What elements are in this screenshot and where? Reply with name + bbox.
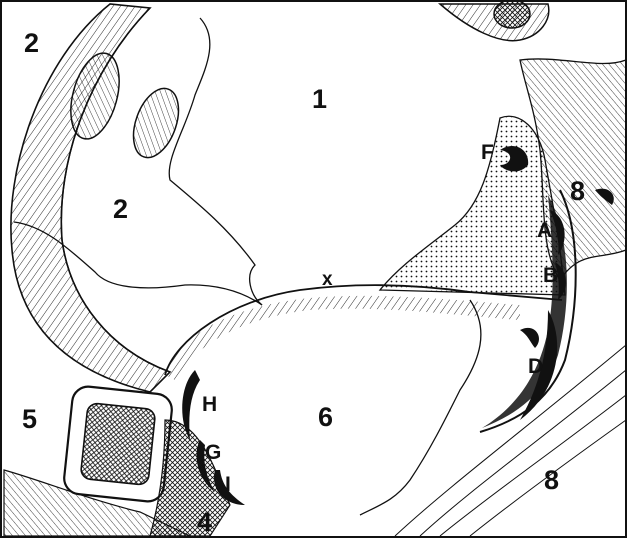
region-label-8-right: 8 bbox=[570, 178, 585, 205]
region-label-8-bottom: 8 bbox=[544, 467, 559, 494]
region-label-5: 5 bbox=[22, 406, 37, 433]
facet-label-F: F bbox=[481, 142, 494, 163]
stippled-wedge bbox=[380, 116, 565, 295]
facet-label-D: D bbox=[528, 356, 543, 377]
bottom-right-fibers bbox=[395, 345, 626, 536]
point-marker-x: x bbox=[322, 270, 333, 289]
region-label-2-top: 2 bbox=[24, 30, 39, 57]
region-6-boundary bbox=[360, 300, 481, 515]
ridge-shading bbox=[165, 296, 520, 380]
facet-label-H: H bbox=[202, 394, 217, 415]
region-label-4: 4 bbox=[197, 509, 212, 536]
square-structure-inner bbox=[80, 403, 156, 486]
region-label-6: 6 bbox=[318, 404, 333, 431]
facet-label-B: B bbox=[543, 265, 558, 286]
facet-label-A: A bbox=[537, 220, 552, 241]
facet-label-G: G bbox=[205, 442, 221, 463]
oval-bump-lower bbox=[125, 82, 187, 163]
region-label-2-mid: 2 bbox=[113, 196, 128, 223]
region-2-boundary bbox=[169, 18, 262, 305]
facet-label-I: I bbox=[225, 474, 231, 495]
top-right-knob bbox=[494, 0, 530, 28]
region-label-1: 1 bbox=[312, 86, 327, 113]
